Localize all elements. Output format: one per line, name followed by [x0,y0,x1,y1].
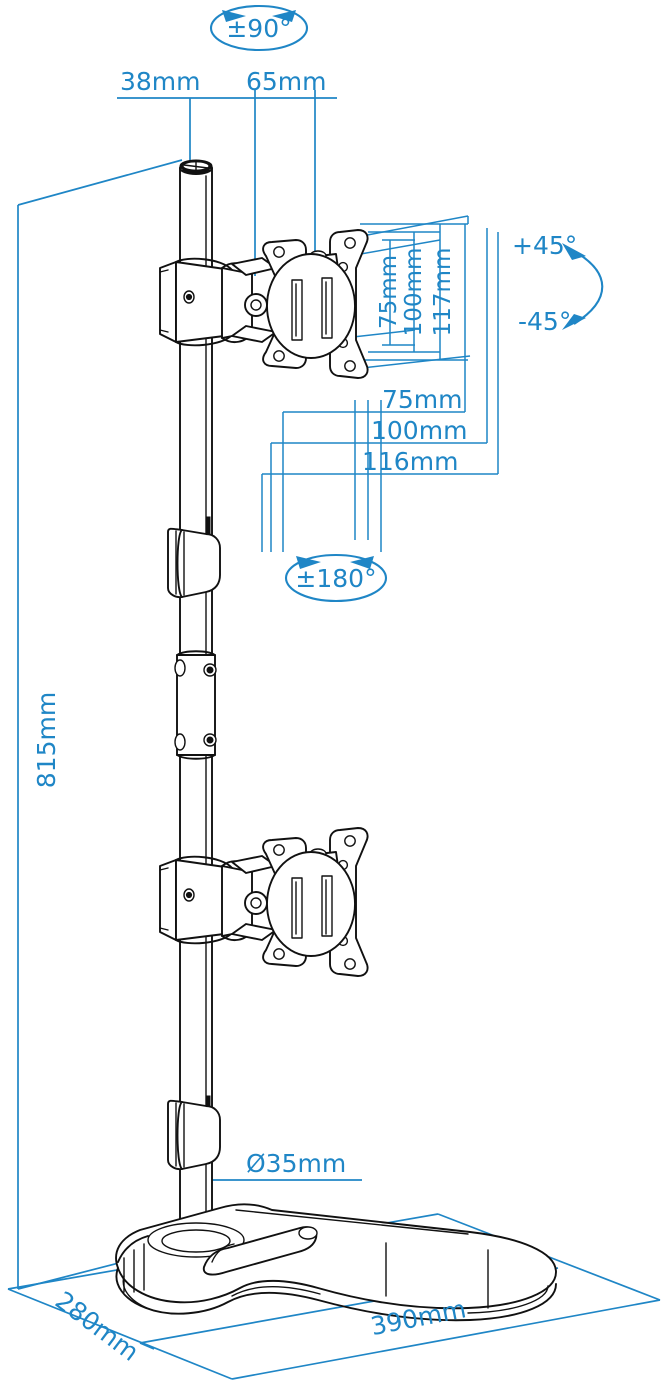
tilt-up-label: +45° [512,231,577,260]
pole-clamp-lower [159,855,233,945]
vesa-vertical-dimension-group [352,215,471,369]
pole-coupling [174,650,217,760]
vesa-vertical-100-label: 100mm [401,248,427,337]
rotate-180-label: ±180° [295,564,376,593]
product-illustration-layer [115,159,557,1322]
vesa-horizontal-116-label: 116mm [362,447,458,476]
vesa-plate-lower [262,827,369,977]
offset-38-label: 38mm [120,67,201,96]
vesa-horizontal-100-label: 100mm [371,416,467,445]
tilt-knuckle-upper [221,257,277,344]
vesa-horizontal-dimension-group [261,224,499,552]
monitor-mount-upper [159,229,369,379]
total-height-label: 815mm [32,692,61,788]
vesa-horizontal-75-label: 75mm [382,385,463,414]
cable-clip-lower [167,1099,221,1171]
tilt-45-indicator [562,243,604,330]
stand-base [115,1203,557,1322]
tilt-down-label: -45° [518,307,571,336]
swivel-90-indicator [209,4,309,52]
monitor-mount-lower [159,827,369,977]
cable-clip-upper [167,527,221,599]
vesa-vertical-117-label: 117mm [430,248,456,337]
vesa-vertical-75-label: 75mm [376,255,402,329]
vesa-plate-upper [262,229,369,379]
tilt-knuckle-lower [221,855,277,942]
swivel-90-label: ±90° [226,14,291,43]
top-offset-dimension-group [117,90,337,278]
offset-65-label: 65mm [246,67,327,96]
dimension-labels-layer: ±90° 38mm 65mm 815mm 75mm 100mm 117mm 75… [32,14,577,1367]
pole-diameter-label: Ø35mm [246,1149,346,1178]
rotate-180-indicator [284,553,388,603]
